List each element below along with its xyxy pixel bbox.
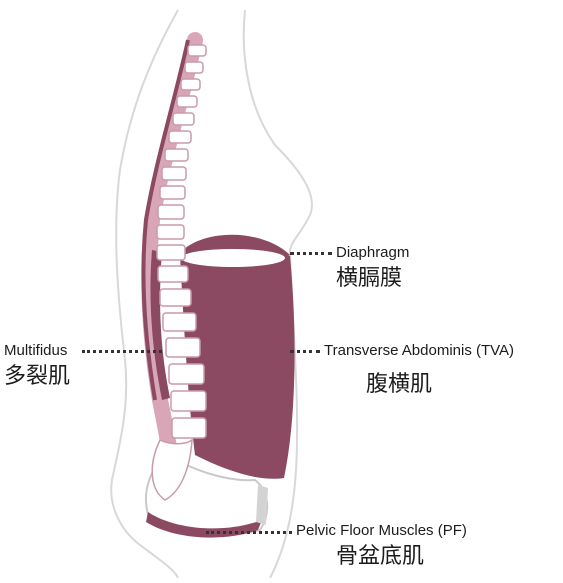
vertebra	[168, 363, 205, 385]
vertebra	[161, 166, 187, 181]
tva-muscle	[180, 247, 295, 479]
spinal-canal	[141, 39, 190, 401]
pelvic-floor-connector	[256, 485, 268, 525]
body-back-outline	[110, 9, 179, 579]
multifidus-leader-line	[82, 350, 162, 353]
diaphragm-opening	[181, 249, 285, 267]
diaphragm-label: Diaphragm	[336, 244, 410, 261]
diaphragm-leader-line	[290, 252, 332, 255]
multifidus-label: Multifidus	[4, 342, 68, 359]
vertebra	[165, 337, 201, 358]
multifidus-muscle	[150, 250, 170, 400]
tva-leader-line	[290, 350, 320, 353]
vertebra	[171, 417, 207, 439]
vertebra	[157, 204, 185, 220]
vertebra	[172, 112, 195, 126]
vertebra	[176, 95, 198, 108]
diaphragm-label-zh: 横膈膜	[336, 266, 403, 291]
vertebra	[170, 390, 207, 412]
sacrum-bone	[151, 438, 193, 501]
vertebra	[156, 224, 185, 240]
multifidus-label-zh: 多裂肌	[4, 364, 71, 389]
vertebra	[164, 148, 189, 162]
pelvic-floor-label-zh: 骨盆底肌	[336, 544, 425, 569]
vertebra	[184, 61, 204, 74]
vertebra	[162, 312, 197, 332]
pelvic-floor-label: Pelvic Floor Muscles (PF)	[296, 522, 467, 539]
vertebra	[168, 130, 192, 144]
tva-label-zh: 腹横肌	[366, 372, 433, 397]
pelvic-floor-leader-line	[206, 531, 292, 534]
body-front-outline	[242, 9, 313, 579]
vertebra	[180, 78, 201, 91]
vertebra	[157, 265, 189, 283]
vertebra	[159, 185, 186, 200]
tva-label: Transverse Abdominis (TVA)	[324, 342, 515, 359]
vertebrae	[156, 44, 207, 439]
vertebra	[156, 244, 186, 261]
vertebra	[159, 288, 192, 307]
vertebra	[187, 44, 207, 57]
